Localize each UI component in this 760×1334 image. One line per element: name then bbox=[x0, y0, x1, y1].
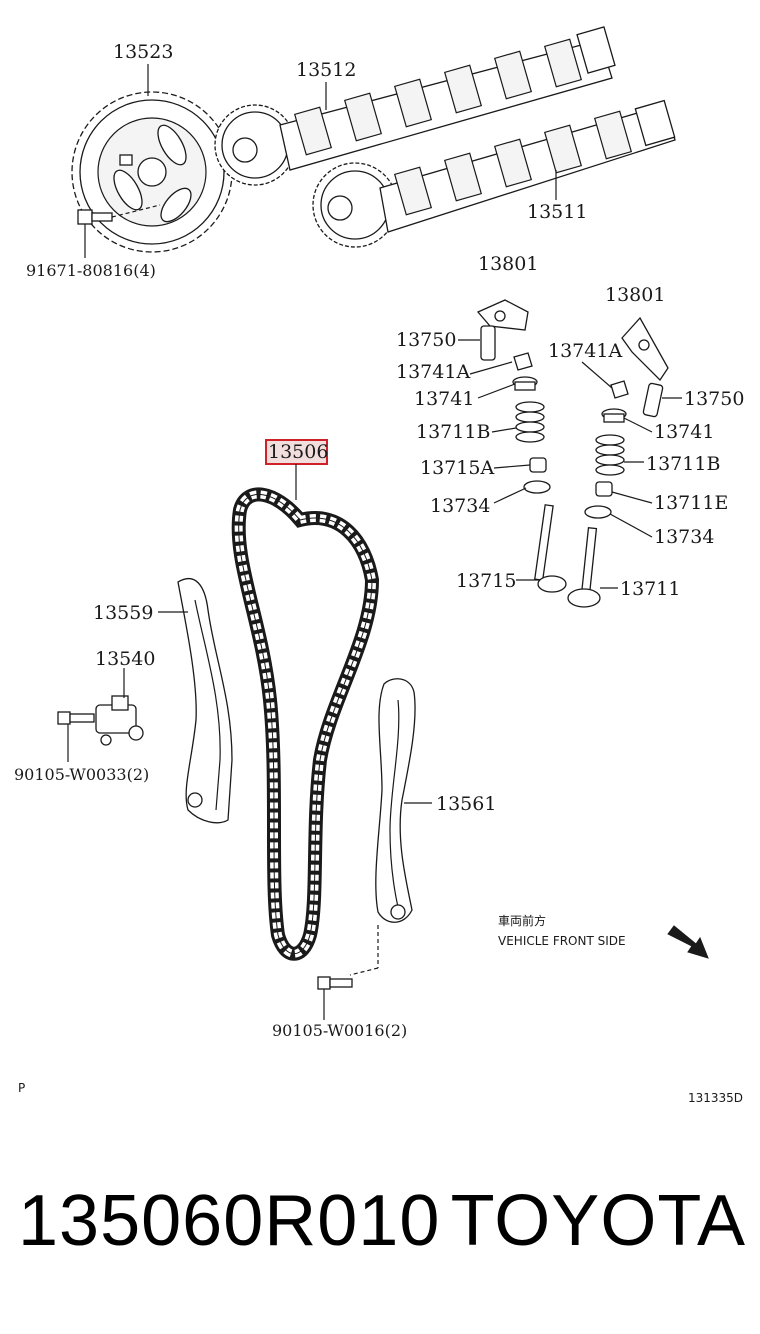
label-13734-right: 13734 bbox=[654, 526, 714, 548]
label-13750-right: 13750 bbox=[684, 388, 744, 410]
camshaft-13512 bbox=[214, 26, 616, 186]
valve-spring-left bbox=[515, 401, 545, 443]
label-13801-left: 13801 bbox=[478, 253, 538, 275]
label-13711E: 13711E bbox=[654, 492, 728, 514]
label-13506: 13506 bbox=[268, 441, 328, 463]
callout-13506-highlight bbox=[265, 439, 328, 500]
cam-sprocket-13523 bbox=[71, 91, 233, 253]
spring-retainer-right bbox=[601, 408, 627, 423]
direction-label-jp: 車両前方 bbox=[498, 913, 546, 928]
label-13511: 13511 bbox=[527, 201, 587, 223]
label-13523: 13523 bbox=[113, 41, 173, 63]
spring-retainer-left bbox=[512, 376, 538, 391]
line-set-right bbox=[581, 361, 682, 589]
label-90105-W0016: 90105-W0016(2) bbox=[272, 1021, 407, 1040]
valve-keeper-left bbox=[513, 352, 533, 371]
brand-caption: TOYOTA bbox=[450, 1181, 746, 1261]
label-13512: 13512 bbox=[296, 59, 356, 81]
spring-seat-left bbox=[523, 480, 551, 494]
illustration-code: 131335D bbox=[688, 1091, 743, 1105]
part-number-caption: 135060R010 bbox=[18, 1181, 441, 1261]
label-13801-right: 13801 bbox=[605, 284, 665, 306]
valve-stem-seal-right bbox=[595, 481, 613, 497]
bolt-91671 bbox=[77, 204, 161, 225]
caption-bar: 135060R010 TOYOTA bbox=[0, 1180, 760, 1290]
intake-valve-13711 bbox=[567, 527, 601, 608]
vehicle-front-arrow-icon bbox=[667, 925, 709, 959]
bolt-90105-w0016 bbox=[317, 976, 353, 990]
label-13715A: 13715A bbox=[420, 457, 494, 479]
spring-seat-right bbox=[584, 505, 612, 519]
label-13741-left: 13741 bbox=[414, 388, 474, 410]
label-91671-80816: 91671-80816(4) bbox=[26, 261, 156, 280]
exhaust-valve-13715 bbox=[534, 504, 567, 593]
label-13559: 13559 bbox=[93, 602, 153, 624]
label-13741A-right: 13741A bbox=[548, 340, 622, 362]
label-13711: 13711 bbox=[620, 578, 680, 600]
label-13741A-left: 13741A bbox=[396, 361, 470, 383]
valve-stem-seal-left bbox=[529, 457, 547, 473]
valve-spring-right bbox=[595, 434, 625, 476]
chain-tensioner-13540 bbox=[95, 695, 144, 746]
timing-chain-13506 bbox=[231, 487, 380, 961]
rocker-arm-right bbox=[621, 316, 669, 382]
label-13711B-left: 13711B bbox=[416, 421, 490, 443]
valve-keeper-right bbox=[610, 380, 629, 399]
label-13711B-right: 13711B bbox=[646, 453, 720, 475]
corner-code-left: P bbox=[18, 1081, 25, 1095]
bolt-90105-w0033 bbox=[57, 711, 95, 725]
line-set-left bbox=[458, 339, 540, 581]
camshaft-13511 bbox=[312, 99, 676, 248]
label-13741-right: 13741 bbox=[654, 421, 714, 443]
lash-adjuster-left bbox=[480, 325, 496, 361]
label-13715: 13715 bbox=[456, 570, 516, 592]
label-90105-W0033: 90105-W0033(2) bbox=[14, 765, 149, 784]
rocker-arm-left bbox=[476, 299, 529, 331]
label-13561: 13561 bbox=[436, 793, 496, 815]
direction-label-en: VEHICLE FRONT SIDE bbox=[498, 934, 626, 948]
lash-adjuster-right bbox=[642, 382, 664, 418]
parts-diagram: 13523 13512 13511 91671-80816(4) 13801 1… bbox=[14, 26, 744, 1105]
chain-damper-13561 bbox=[375, 678, 416, 923]
label-13750-left: 13750 bbox=[396, 329, 456, 351]
label-13734-left: 13734 bbox=[430, 495, 490, 517]
chain-slipper-13559 bbox=[177, 577, 233, 824]
label-13540: 13540 bbox=[95, 648, 155, 670]
